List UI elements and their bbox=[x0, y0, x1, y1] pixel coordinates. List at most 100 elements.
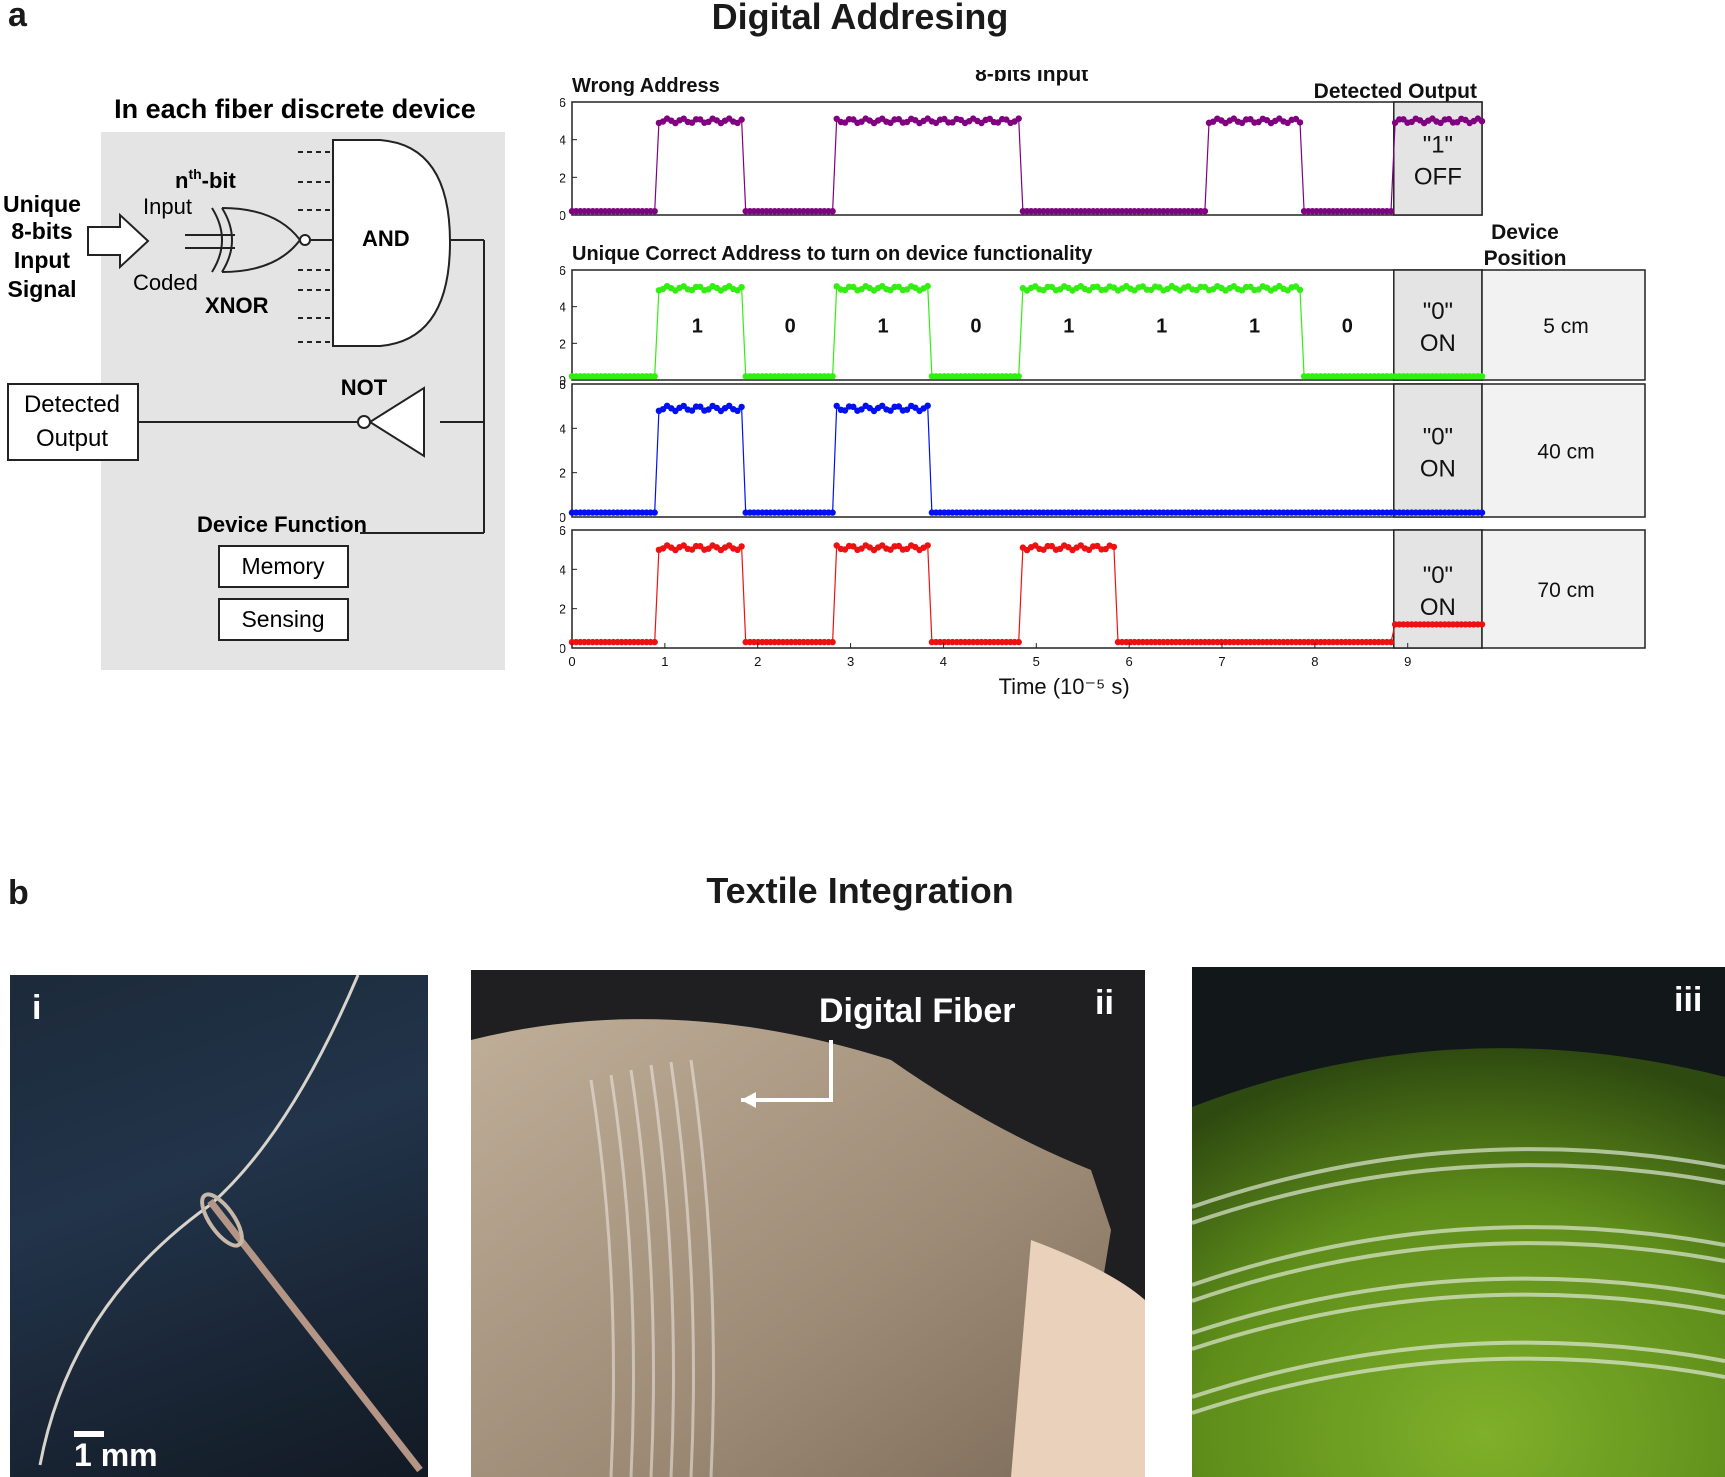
trace-point bbox=[1048, 542, 1055, 550]
trace-point bbox=[1015, 373, 1022, 380]
trace-point bbox=[1296, 286, 1304, 293]
trace-point bbox=[903, 406, 911, 413]
output-state-label: ON bbox=[1420, 594, 1456, 621]
y-tick-label: 4 bbox=[560, 421, 566, 436]
sensing-label: Sensing bbox=[241, 606, 324, 632]
y-tick-label: 0 bbox=[560, 641, 566, 656]
bit-label: 0 bbox=[970, 315, 981, 337]
bit-label: 1 bbox=[692, 315, 703, 337]
output-state-label: "0" bbox=[1423, 424, 1453, 451]
xnor-gate-icon bbox=[185, 207, 333, 273]
bit-label: 1 bbox=[1063, 315, 1074, 337]
trace-point bbox=[1015, 638, 1022, 646]
input-arrow-icon bbox=[87, 212, 150, 270]
y-tick-label: 4 bbox=[560, 133, 566, 148]
trace-point bbox=[924, 282, 931, 290]
memory-label: Memory bbox=[241, 553, 325, 579]
y-tick-label: 0 bbox=[560, 373, 566, 388]
bit-label: 1 bbox=[1249, 315, 1260, 337]
trace-point bbox=[651, 509, 658, 516]
xnor-input-label: Input bbox=[143, 194, 192, 219]
trace-point bbox=[924, 402, 931, 409]
panel-title: Wrong Address bbox=[572, 75, 720, 97]
photo-needle: i 1 mm bbox=[10, 975, 428, 1477]
and-label: AND bbox=[362, 226, 410, 251]
xnor-coded-label: Coded bbox=[133, 270, 198, 295]
trace-point bbox=[1094, 542, 1101, 550]
trace-point bbox=[829, 373, 836, 380]
y-tick-label: 2 bbox=[560, 336, 566, 351]
not-label: NOT bbox=[341, 375, 388, 400]
position-cell bbox=[1481, 269, 1646, 381]
trace-point bbox=[858, 406, 865, 413]
device-function-label: Device Function bbox=[197, 512, 367, 537]
output-state-label: "1" bbox=[1423, 132, 1453, 159]
x-tick-label: 5 bbox=[1033, 654, 1040, 669]
trace-point bbox=[1015, 115, 1022, 122]
y-tick-label: 6 bbox=[560, 263, 566, 278]
trace-point bbox=[1478, 118, 1486, 125]
detected-output-box bbox=[7, 383, 139, 461]
x-axis-label: Time (10⁻⁵ s) bbox=[999, 674, 1130, 699]
plot-frame bbox=[571, 383, 1483, 518]
trace-point bbox=[651, 208, 658, 215]
circuit-title: In each fiber discrete device bbox=[114, 94, 476, 124]
xnor-label: XNOR bbox=[205, 293, 269, 318]
trace-point bbox=[850, 403, 857, 410]
trace-point bbox=[697, 543, 704, 550]
bit-label: 1 bbox=[878, 315, 889, 337]
digital-fiber-annotation: Digital Fiber bbox=[819, 992, 1016, 1030]
output-state-label: OFF bbox=[1414, 164, 1462, 191]
y-tick-label: 4 bbox=[560, 562, 566, 577]
y-tick-label: 6 bbox=[560, 377, 566, 392]
position-cell bbox=[1481, 529, 1646, 649]
trace-point bbox=[1296, 119, 1304, 126]
sensing-box bbox=[218, 598, 349, 641]
detected-output-title: Detected Output bbox=[1314, 80, 1477, 103]
panel-title: Unique Correct Address to turn on device… bbox=[572, 243, 1093, 265]
trace-point bbox=[1387, 638, 1395, 646]
input-signal-line-2: 8-bits bbox=[11, 218, 72, 244]
bit-label: 0 bbox=[785, 315, 796, 337]
trace-point bbox=[841, 407, 849, 414]
trace-line bbox=[572, 117, 1483, 212]
trace-point bbox=[887, 407, 894, 414]
scale-bar bbox=[74, 1431, 104, 1437]
and-gate-icon bbox=[298, 139, 485, 534]
trace-point bbox=[829, 208, 836, 215]
trace-point bbox=[895, 403, 902, 410]
sweater-illustration bbox=[471, 1019, 1145, 1477]
panel-b-letter: b bbox=[8, 874, 29, 912]
y-tick-label: 2 bbox=[560, 466, 566, 481]
detected-output-line-1: Detected bbox=[24, 391, 120, 418]
y-tick-label: 6 bbox=[560, 523, 566, 538]
trace-line bbox=[572, 544, 1482, 643]
trace-point bbox=[924, 542, 931, 549]
x-tick-label: 8 bbox=[1311, 654, 1318, 669]
trace-point bbox=[738, 403, 745, 411]
y-tick-label: 6 bbox=[560, 95, 566, 110]
output-state-label: "0" bbox=[1423, 562, 1453, 589]
detected-output-line-2: Output bbox=[36, 425, 108, 452]
photo-green-knit: iii bbox=[1192, 967, 1725, 1477]
trace-point bbox=[651, 638, 658, 646]
photo-sweater: Digital Fiber ii bbox=[471, 970, 1145, 1477]
y-tick-label: 2 bbox=[560, 170, 566, 185]
trace-point bbox=[1040, 546, 1047, 553]
nth-bit-label: nth-bit bbox=[175, 166, 237, 193]
trace-point bbox=[1110, 543, 1118, 551]
trace-point bbox=[829, 509, 836, 516]
output-state-label: ON bbox=[1420, 330, 1456, 357]
needle-fiber-illustration bbox=[38, 975, 423, 1473]
trace-line bbox=[572, 404, 1482, 514]
trace-point bbox=[1478, 373, 1486, 380]
photo-ii-label: ii bbox=[1095, 984, 1114, 1022]
trace-point bbox=[895, 542, 902, 550]
output-region bbox=[1393, 383, 1483, 518]
photo-iii-label: iii bbox=[1674, 981, 1703, 1019]
input-signal-line-3: Input bbox=[14, 247, 71, 273]
x-tick-label: 2 bbox=[754, 654, 761, 669]
x-tick-label: 4 bbox=[940, 654, 947, 669]
output-region bbox=[1393, 269, 1483, 381]
y-tick-label: 2 bbox=[560, 602, 566, 617]
